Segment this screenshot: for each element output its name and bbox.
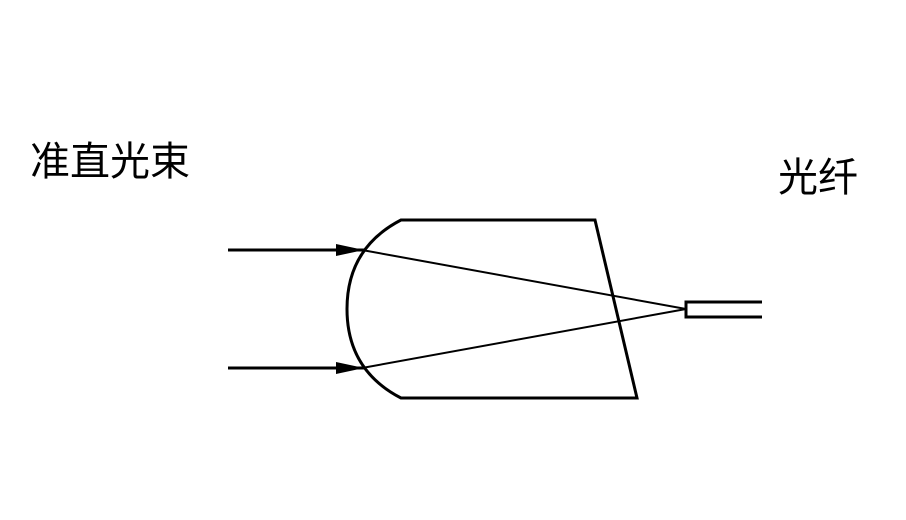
optical-fiber-label: 光纤 [778, 155, 858, 201]
lens-body [345, 218, 639, 400]
converging-ray-top [361, 249, 687, 310]
optical-fiber [684, 300, 762, 319]
converging-ray-bottom [361, 308, 687, 369]
arrowhead-bottom [336, 362, 364, 374]
arrowhead-top [336, 244, 364, 256]
collimated-beam-label: 准直光束 [30, 139, 190, 185]
